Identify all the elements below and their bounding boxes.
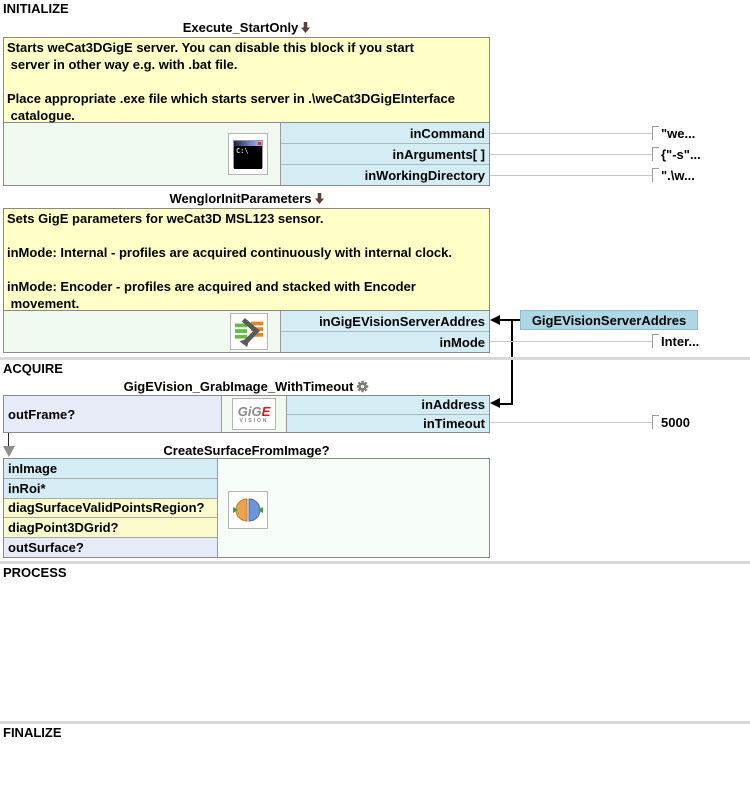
port-in-address[interactable]: inAddress bbox=[287, 396, 489, 414]
wenglor-ports-row: inGigEVisionServerAddres inMode bbox=[4, 311, 489, 352]
wire-vertical-address bbox=[511, 319, 513, 405]
wenglor-block[interactable]: Sets GigE parameters for weCat3D MSL123 … bbox=[3, 208, 490, 353]
wenglor-input-column: inGigEVisionServerAddres inMode bbox=[281, 311, 489, 352]
value-tick bbox=[652, 126, 659, 140]
execute-filter-body: C:\ bbox=[4, 123, 281, 185]
collapse-down-arrow-icon[interactable] bbox=[301, 21, 311, 33]
wenglor-block-title[interactable]: WenglorInitParameters bbox=[3, 190, 490, 206]
port-diag-surface-valid-points-region[interactable]: diagSurfaceValidPointsRegion? bbox=[4, 498, 217, 519]
port-in-mode[interactable]: inMode bbox=[281, 331, 489, 352]
port-out-surface[interactable]: outSurface? bbox=[4, 538, 217, 557]
grab-block[interactable]: outFrame? GiGE VISION inAddress inTimeou… bbox=[3, 395, 490, 433]
port-in-working-directory[interactable]: inWorkingDirectory bbox=[281, 164, 489, 185]
value-tick bbox=[652, 168, 659, 182]
value-tick bbox=[652, 415, 659, 429]
section-divider-finalize bbox=[0, 721, 750, 724]
constant-value-arguments[interactable]: {"-s"... bbox=[652, 147, 701, 162]
console-window-glyph: C:\ bbox=[233, 140, 263, 169]
grab-block-title[interactable]: GigEVision_GrabImage_WithTimeout bbox=[3, 378, 490, 394]
create-surface-icon[interactable] bbox=[228, 491, 268, 529]
section-divider-process bbox=[0, 561, 750, 564]
grab-input-column: inAddress inTimeout bbox=[287, 396, 489, 432]
port-in-timeout[interactable]: inTimeout bbox=[287, 413, 489, 432]
surface-block-title[interactable]: CreateSurfaceFromImage? bbox=[3, 442, 490, 458]
console-titlebar bbox=[234, 141, 262, 146]
section-label-process: PROCESS bbox=[3, 565, 67, 580]
section-label-finalize: FINALIZE bbox=[3, 725, 62, 740]
execute-input-column: inCommand inArguments[ ] inWorkingDirect… bbox=[281, 123, 489, 185]
console-terminal-icon[interactable]: C:\ bbox=[228, 133, 268, 175]
gige-vision-logo-icon[interactable]: GiGE VISION bbox=[232, 398, 276, 430]
constant-value-command[interactable]: "we... bbox=[652, 126, 695, 141]
wenglor-title-text: WenglorInitParameters bbox=[169, 190, 312, 206]
wire-in-arguments bbox=[490, 154, 653, 155]
flow-connector-arrow-icon bbox=[3, 446, 15, 457]
surface-block[interactable]: inImage inRoi* diagSurfaceValidPointsReg… bbox=[3, 458, 490, 558]
section-label-initialize: INITIALIZE bbox=[3, 1, 69, 16]
port-in-command[interactable]: inCommand bbox=[281, 123, 489, 143]
wire-in-mode bbox=[490, 341, 653, 342]
macrofilter-glyph bbox=[234, 317, 264, 347]
grab-icon-pane: GiGE VISION bbox=[222, 396, 287, 432]
console-prompt-text: C:\ bbox=[234, 146, 262, 169]
constant-value-timeout[interactable]: 5000 bbox=[652, 415, 690, 430]
execute-comment[interactable]: Starts weCat3DGigE server. You can disab… bbox=[4, 38, 489, 123]
grab-title-text: GigEVision_GrabImage_WithTimeout bbox=[123, 378, 354, 394]
port-diag-point3d-grid[interactable]: diagPoint3DGrid? bbox=[4, 518, 217, 539]
wire-in-timeout bbox=[490, 422, 653, 423]
port-in-roi[interactable]: inRoi* bbox=[4, 478, 217, 499]
port-in-gige-vision-server-address[interactable]: inGigEVisionServerAddres bbox=[281, 311, 489, 331]
constant-value-working-directory[interactable]: ".\w... bbox=[652, 168, 695, 183]
section-divider-acquire bbox=[0, 357, 750, 360]
execute-ports-row: C:\ inCommand inArguments[ ] inWorkingDi… bbox=[4, 123, 489, 185]
port-in-arguments[interactable]: inArguments[ ] bbox=[281, 143, 489, 164]
constant-value-mode[interactable]: Inter... bbox=[652, 334, 699, 349]
server-address-label-box[interactable]: GigEVisionServerAddres bbox=[520, 310, 698, 330]
arrowhead-to-server-address-port bbox=[490, 315, 500, 325]
execute-block-title[interactable]: Execute_StartOnly bbox=[3, 19, 490, 35]
gear-icon[interactable] bbox=[356, 380, 369, 393]
collapse-down-arrow-icon[interactable] bbox=[314, 192, 324, 204]
execute-block[interactable]: Starts weCat3DGigE server. You can disab… bbox=[3, 37, 490, 186]
port-out-frame[interactable]: outFrame? bbox=[4, 396, 222, 432]
execute-title-text: Execute_StartOnly bbox=[182, 19, 299, 35]
wire-in-working-directory bbox=[490, 175, 653, 176]
gige-logo-subtext: VISION bbox=[239, 417, 269, 424]
surface-title-text: CreateSurfaceFromImage? bbox=[163, 442, 330, 458]
wenglor-comment[interactable]: Sets GigE parameters for weCat3D MSL123 … bbox=[4, 209, 489, 311]
wire-to-in-address bbox=[499, 403, 512, 405]
create-surface-glyph bbox=[233, 498, 263, 522]
wenglor-filter-body bbox=[4, 311, 281, 352]
surface-port-column: inImage inRoi* diagSurfaceValidPointsReg… bbox=[4, 459, 218, 557]
arrowhead-to-in-address-port bbox=[490, 398, 500, 408]
value-tick bbox=[652, 334, 659, 348]
wire-in-command bbox=[490, 133, 653, 134]
port-in-image[interactable]: inImage bbox=[4, 459, 217, 479]
wire-label-to-port bbox=[499, 319, 520, 321]
gige-logo-text: GiGE bbox=[237, 403, 271, 419]
macrofilter-icon[interactable] bbox=[230, 313, 268, 350]
flow-connector-line bbox=[8, 433, 9, 446]
value-tick bbox=[652, 147, 659, 161]
section-label-acquire: ACQUIRE bbox=[3, 361, 63, 376]
